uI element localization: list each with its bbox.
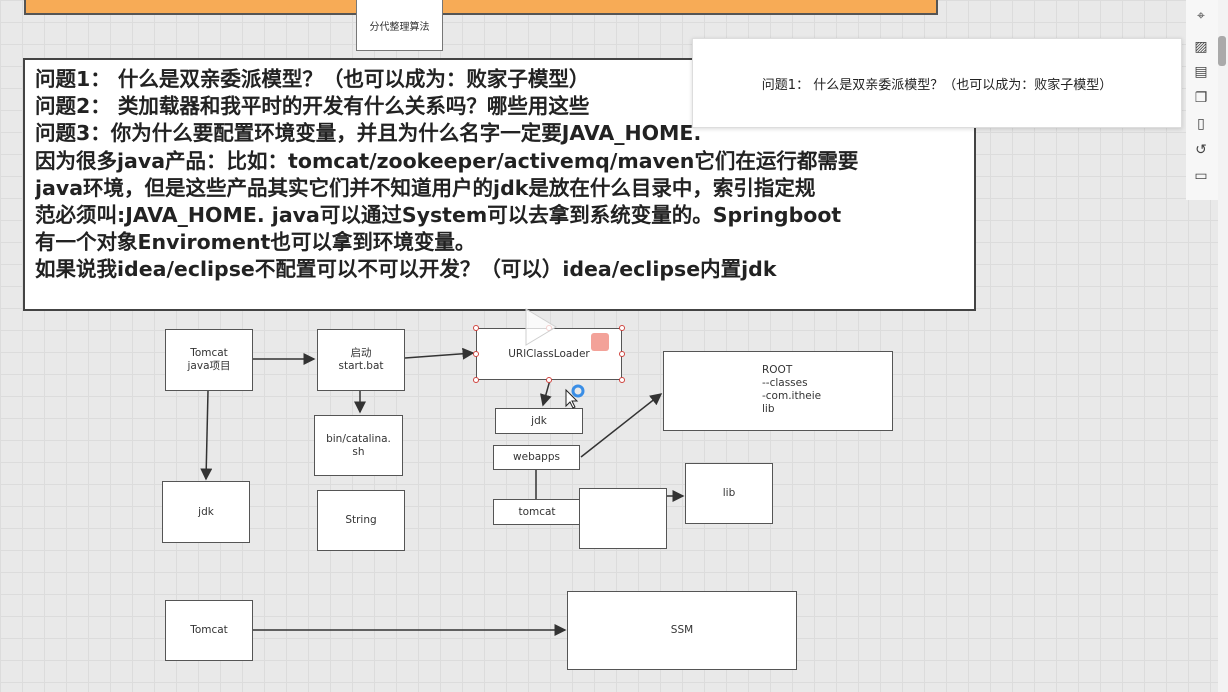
mouse-cursor-icon (565, 384, 585, 409)
selection-handle-bc[interactable] (546, 377, 552, 383)
blank-node[interactable] (579, 488, 667, 549)
image-icon[interactable]: ▨ (1194, 39, 1208, 55)
text-line-4: 因为很多java产品：比如：tomcat/zookeeper/activemq/… (35, 148, 859, 173)
selection-handle-tr[interactable] (619, 325, 625, 331)
tomcat-java-project-node[interactable]: Tomcat java项目 (165, 329, 253, 391)
history-icon[interactable]: ↺ (1195, 142, 1207, 158)
vertical-scrollbar[interactable] (1218, 0, 1228, 692)
generational-compaction-node[interactable]: 分代整理算法 (356, 0, 443, 51)
tooltip-text: 问题1： 什么是双亲委派模型？（也可以成为：败家子模型） (761, 77, 1113, 93)
arrow-webapps-to-root (580, 393, 663, 458)
play-overlay-icon[interactable] (520, 305, 560, 349)
edit-badge-icon[interactable] (591, 333, 609, 351)
selection-handle-ml[interactable] (473, 351, 479, 357)
hover-tooltip: 问题1： 什么是双亲委派模型？（也可以成为：败家子模型） (692, 38, 1182, 128)
text-line-8: 如果说我idea/eclipse不配置可以不可以开发？（可以）idea/ecli… (35, 257, 777, 282)
text-line-5: java环境，但是这些产品其实它们并不知道用户的jdk是放在什么目录中，索引指定… (35, 175, 816, 200)
locate-icon[interactable]: ⌖ (1197, 8, 1205, 24)
jdk-mid-node[interactable]: jdk (495, 408, 583, 434)
text-line-7: 有一个对象Enviroment也可以拿到环境变量。 (35, 230, 476, 255)
copy-icon[interactable]: ❐ (1194, 90, 1208, 106)
lib-node[interactable]: lib (685, 463, 773, 524)
root-directory-node[interactable]: ROOT --classes -com.itheie lib (663, 351, 893, 431)
ssm-node[interactable]: SSM (567, 591, 797, 670)
selection-handle-tl[interactable] (473, 325, 479, 331)
arrow-start-to-classloader (404, 347, 475, 360)
notes-text-box[interactable]: 问题1： 什么是双亲委派模型？（也可以成为：败家子模型） 问题2： 类加载器和我… (23, 58, 976, 311)
document-icon[interactable]: ▯ (1197, 116, 1205, 132)
string-node[interactable]: String (317, 490, 405, 551)
text-line-question1: 问题1： 什么是双亲委派模型？（也可以成为：败家子模型） (35, 67, 590, 91)
start-bat-node[interactable]: 启动 start.bat (317, 329, 405, 391)
webapps-node[interactable]: webapps (493, 445, 580, 470)
comment-icon[interactable]: ▭ (1194, 168, 1208, 184)
selection-handle-bl[interactable] (473, 377, 479, 383)
text-line-question2: 问题2： 类加载器和我平时的开发有什么关系吗？哪些用这些 (35, 94, 590, 119)
arrow-classloader-to-jdk (540, 379, 552, 407)
tomcat-bottom-node[interactable]: Tomcat (165, 600, 253, 661)
catalina-sh-node[interactable]: bin/catalina. sh (314, 415, 403, 476)
selection-handle-br[interactable] (619, 377, 625, 383)
arrow-tomcat-to-jdk (200, 390, 213, 481)
jdk-left-node[interactable]: jdk (162, 481, 250, 543)
text-line-6: 范必须叫:JAVA_HOME. java可以通过System可以去拿到系统变量的… (35, 203, 842, 228)
selection-handle-mr[interactable] (619, 351, 625, 357)
scrollbar-thumb[interactable] (1218, 36, 1226, 66)
orange-banner-shape[interactable] (24, 0, 938, 15)
calendar-icon[interactable]: ▤ (1194, 64, 1208, 80)
right-toolbar (1186, 0, 1218, 200)
tomcat-small-node[interactable]: tomcat (493, 499, 581, 525)
text-line-question3: 问题3：你为什么要配置环境变量，并且为什么名字一定要JAVA_HOME. (35, 121, 702, 146)
